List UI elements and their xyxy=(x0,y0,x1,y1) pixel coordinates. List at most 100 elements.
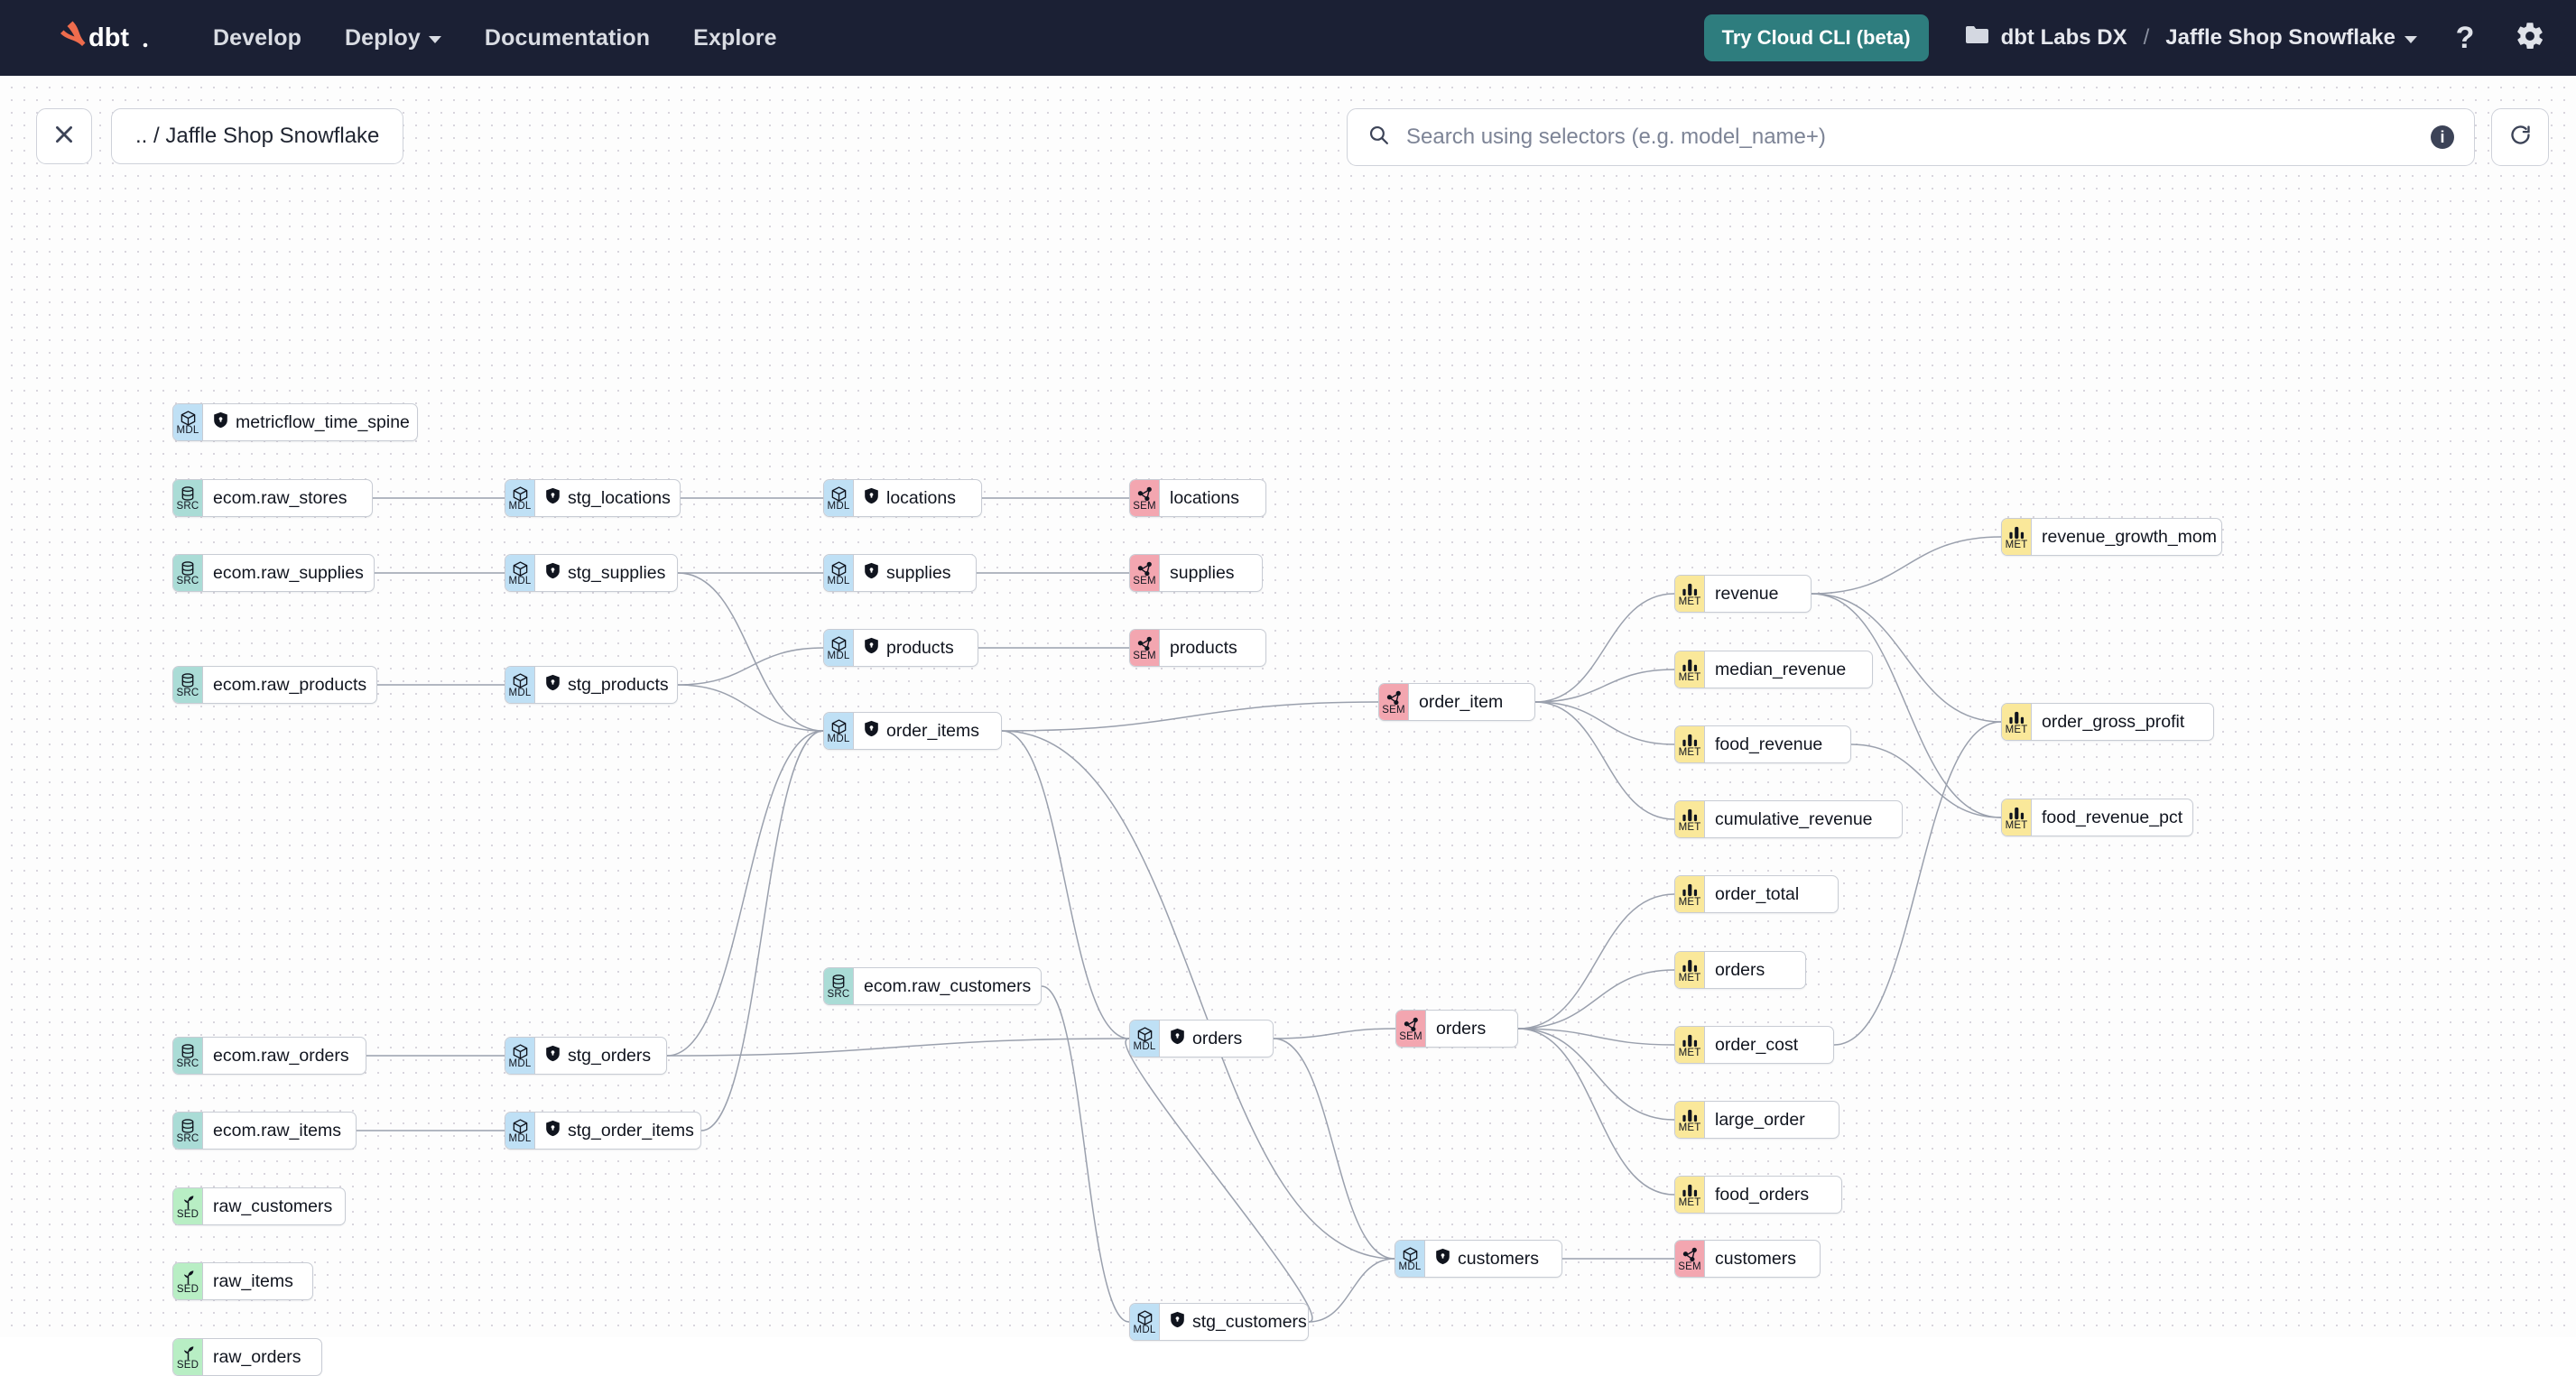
breadcrumb-pill[interactable]: .. / Jaffle Shop Snowflake xyxy=(111,108,404,164)
dbt-logo[interactable]: dbt xyxy=(56,18,150,58)
help-button[interactable]: ? xyxy=(2448,21,2482,55)
breadcrumb-pill-label: .. / Jaffle Shop Snowflake xyxy=(135,124,380,148)
node-label-wrap: ecom.raw_products xyxy=(203,667,376,703)
shield-icon xyxy=(864,720,879,743)
bar-chart-icon: MET xyxy=(1675,726,1705,762)
graph-node-supplies[interactable]: MDL supplies xyxy=(823,554,977,592)
project-selector[interactable]: Jaffle Shop Snowflake xyxy=(2165,25,2417,51)
node-type-label: MDL xyxy=(827,733,850,744)
top-nav-right-group: Try Cloud CLI (beta) dbt Labs DX / Jaffl… xyxy=(1703,14,2547,61)
graph-node-ecom-raw-stores[interactable]: SRC ecom.raw_stores xyxy=(172,479,373,517)
nav-link-deploy[interactable]: Deploy xyxy=(345,25,441,51)
node-label-wrap: products xyxy=(1160,630,1250,666)
node-label: revenue xyxy=(1715,583,1779,604)
node-type-label: SEM xyxy=(1133,650,1156,661)
account-name[interactable]: dbt Labs DX xyxy=(2000,25,2127,50)
node-type-label: SED xyxy=(176,1208,199,1220)
nav-link-documentation[interactable]: Documentation xyxy=(485,25,650,51)
database-icon: SRC xyxy=(173,1038,203,1074)
shield-icon xyxy=(1170,1311,1185,1334)
node-type-label: SRC xyxy=(176,687,199,698)
search-input[interactable] xyxy=(1404,124,2416,151)
graph-node-sem-order-item[interactable]: SEM order_item xyxy=(1378,683,1535,721)
nav-link-explore[interactable]: Explore xyxy=(693,25,776,51)
node-label: stg_products xyxy=(568,674,669,695)
node-label: supplies xyxy=(886,562,951,583)
settings-button[interactable] xyxy=(2513,21,2547,55)
node-label: orders xyxy=(1436,1018,1487,1039)
database-icon: SRC xyxy=(173,480,203,516)
node-label: ecom.raw_stores xyxy=(213,487,347,508)
node-label: order_item xyxy=(1419,691,1504,712)
network-icon: SEM xyxy=(1379,684,1409,720)
graph-node-sem-orders[interactable]: SEM orders xyxy=(1395,1010,1518,1048)
bar-chart-icon: MET xyxy=(1675,1027,1705,1063)
network-icon: SEM xyxy=(1130,630,1160,666)
node-type-label: MET xyxy=(1678,596,1701,607)
node-label: ecom.raw_supplies xyxy=(213,562,364,583)
node-label: stg_order_items xyxy=(568,1120,694,1141)
try-cloud-cli-button[interactable]: Try Cloud CLI (beta) xyxy=(1703,14,1929,61)
cube-icon: MDL xyxy=(505,667,535,703)
info-icon[interactable]: i xyxy=(2431,125,2454,149)
close-lineage-button[interactable] xyxy=(36,108,92,164)
graph-node-ecom-raw-customers[interactable]: SRC ecom.raw_customers xyxy=(823,967,1042,1005)
search-icon xyxy=(1367,124,1390,151)
nav-link-documentation-label: Documentation xyxy=(484,24,651,51)
node-type-label: MET xyxy=(1678,671,1701,683)
shield-icon xyxy=(213,411,228,434)
node-type-label: MDL xyxy=(827,575,850,586)
node-label-wrap: food_revenue xyxy=(1705,726,1835,762)
node-type-label: MDL xyxy=(176,424,199,436)
node-label: raw_items xyxy=(213,1270,293,1291)
nav-link-develop[interactable]: Develop xyxy=(213,25,301,51)
graph-node-stg-products[interactable]: MDL stg_products xyxy=(505,666,678,704)
node-type-label: SEM xyxy=(1399,1030,1422,1042)
node-label: supplies xyxy=(1170,562,1235,583)
search-bar[interactable]: i xyxy=(1347,108,2475,166)
node-label: locations xyxy=(1170,487,1239,508)
node-type-label: SRC xyxy=(176,1132,199,1144)
graph-node-sem-products[interactable]: SEM products xyxy=(1129,629,1266,667)
refresh-button[interactable] xyxy=(2491,108,2549,166)
node-type-label: MDL xyxy=(508,500,532,512)
graph-node-met-revenue[interactable]: MET revenue xyxy=(1674,575,1812,613)
database-icon: SRC xyxy=(824,968,854,1004)
node-label: ecom.raw_customers xyxy=(864,975,1032,996)
folder-icon xyxy=(1965,24,1989,51)
graph-node-ecom-raw-products[interactable]: SRC ecom.raw_products xyxy=(172,666,377,704)
node-label-wrap: ecom.raw_supplies xyxy=(203,555,374,591)
